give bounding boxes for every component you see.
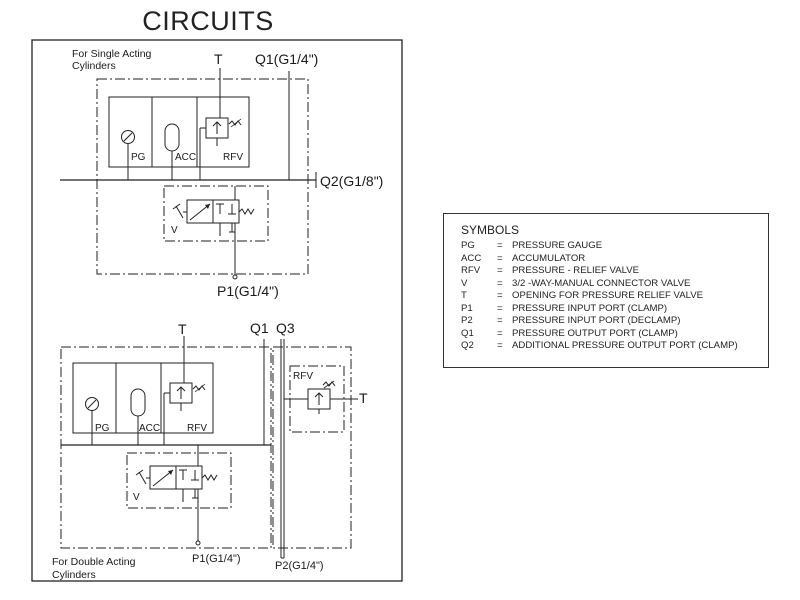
symbol-abbr: V xyxy=(461,277,468,289)
double-right-relief-valve-icon xyxy=(284,380,358,414)
symbol-equals: = xyxy=(497,252,503,264)
symbol-desc: ADDITIONAL PRESSURE OUTPUT PORT (CLAMP) xyxy=(512,340,738,351)
double-port-q3: Q3 xyxy=(276,320,295,336)
single-boundary xyxy=(96,78,309,275)
single-component-block xyxy=(108,96,250,168)
symbol-abbr: Q2 xyxy=(461,340,474,351)
single-port-q1: Q1(G1/4") xyxy=(255,51,318,67)
single-caption-line2: Cylinders xyxy=(72,60,116,72)
double-boundary xyxy=(60,346,272,549)
double-caption-line2: Cylinders xyxy=(52,569,96,581)
single-pressure-gauge-icon xyxy=(121,130,135,180)
single-relief-valve-icon xyxy=(199,117,242,180)
symbol-desc: PRESSURE GAUGE xyxy=(512,240,603,251)
symbol-desc: PRESSURE INPUT PORT (CLAMP) xyxy=(512,302,668,314)
symbol-abbr: P2 xyxy=(461,315,473,326)
single-pg-label: PG xyxy=(131,152,146,163)
double-p1-port-icon xyxy=(195,540,201,546)
double-pressure-gauge-icon xyxy=(85,397,99,445)
double-valve-boundary xyxy=(126,452,232,509)
double-port-t: T xyxy=(178,321,187,337)
symbol-abbr: P1 xyxy=(461,302,473,314)
double-pg-label: PG xyxy=(95,423,110,434)
single-manual-valve-icon xyxy=(172,186,255,236)
double-port-p1: P1(G1/4") xyxy=(192,553,241,565)
double-relief-valve-icon xyxy=(163,382,206,445)
double-manual-valve-icon xyxy=(135,445,218,502)
symbol-equals: = xyxy=(497,340,503,351)
symbols-title: SYMBOLS xyxy=(461,223,520,237)
symbol-equals: = xyxy=(497,240,503,251)
symbol-desc: PRESSURE - RELIEF VALVE xyxy=(512,265,640,276)
single-acting-circuit: For Single Acting Cylinders PG ACC xyxy=(60,48,383,299)
symbol-desc: ACCUMULATOR xyxy=(512,252,586,264)
single-accumulator-icon xyxy=(164,123,180,180)
symbols-legend: SYMBOLS PG = PRESSURE GAUGE ACC = ACCUMU… xyxy=(443,213,769,368)
single-rfv-label: RFV xyxy=(223,152,243,163)
symbol-abbr: T xyxy=(461,290,467,301)
double-right-boundary xyxy=(272,346,352,549)
symbol-abbr: RFV xyxy=(461,265,481,276)
symbol-equals: = xyxy=(497,302,503,314)
double-port-p2: P2(G1/4") xyxy=(275,560,324,572)
symbol-abbr: PG xyxy=(461,240,475,251)
symbol-equals: = xyxy=(497,277,503,289)
symbol-abbr: ACC xyxy=(461,252,482,264)
double-caption-line1: For Double Acting xyxy=(52,556,136,568)
symbol-desc: OPENING FOR PRESSURE RELIEF VALVE xyxy=(512,290,704,301)
symbol-equals: = xyxy=(497,265,503,276)
symbol-equals: = xyxy=(497,315,503,326)
double-accumulator-icon xyxy=(130,388,146,445)
single-p1-port-icon xyxy=(232,274,238,280)
double-acc-label: ACC xyxy=(139,423,160,434)
symbol-abbr: Q1 xyxy=(461,327,474,339)
symbol-desc: PRESSURE INPUT PORT (DECLAMP) xyxy=(512,315,681,326)
single-port-p1: P1(G1/4") xyxy=(217,283,279,299)
single-port-t: T xyxy=(214,51,223,67)
double-port-q1: Q1 xyxy=(250,320,269,336)
symbol-desc: 3/2 -WAY-MANUAL CONNECTOR VALVE xyxy=(512,277,691,289)
double-component-block xyxy=(72,362,214,434)
single-acc-label: ACC xyxy=(175,152,196,163)
single-valve-boundary xyxy=(163,185,269,242)
outer-frame xyxy=(31,39,403,582)
double-acting-circuit: PG ACC RFV T Q1 Q3 xyxy=(52,320,368,581)
symbol-desc: PRESSURE OUTPUT PORT (CLAMP) xyxy=(512,327,678,339)
double-v-label: V xyxy=(133,492,140,503)
single-v-label: V xyxy=(171,225,178,236)
page-title: CIRCUITS xyxy=(142,6,274,36)
single-caption-line1: For Single Acting xyxy=(72,48,152,60)
symbol-equals: = xyxy=(497,327,503,339)
double-rfv-label: RFV xyxy=(187,423,207,434)
double-right-rfv-label: RFV xyxy=(293,371,313,382)
double-right-port-t: T xyxy=(359,390,368,406)
single-port-q2: Q2(G1/8") xyxy=(320,173,383,189)
symbol-equals: = xyxy=(497,290,503,301)
